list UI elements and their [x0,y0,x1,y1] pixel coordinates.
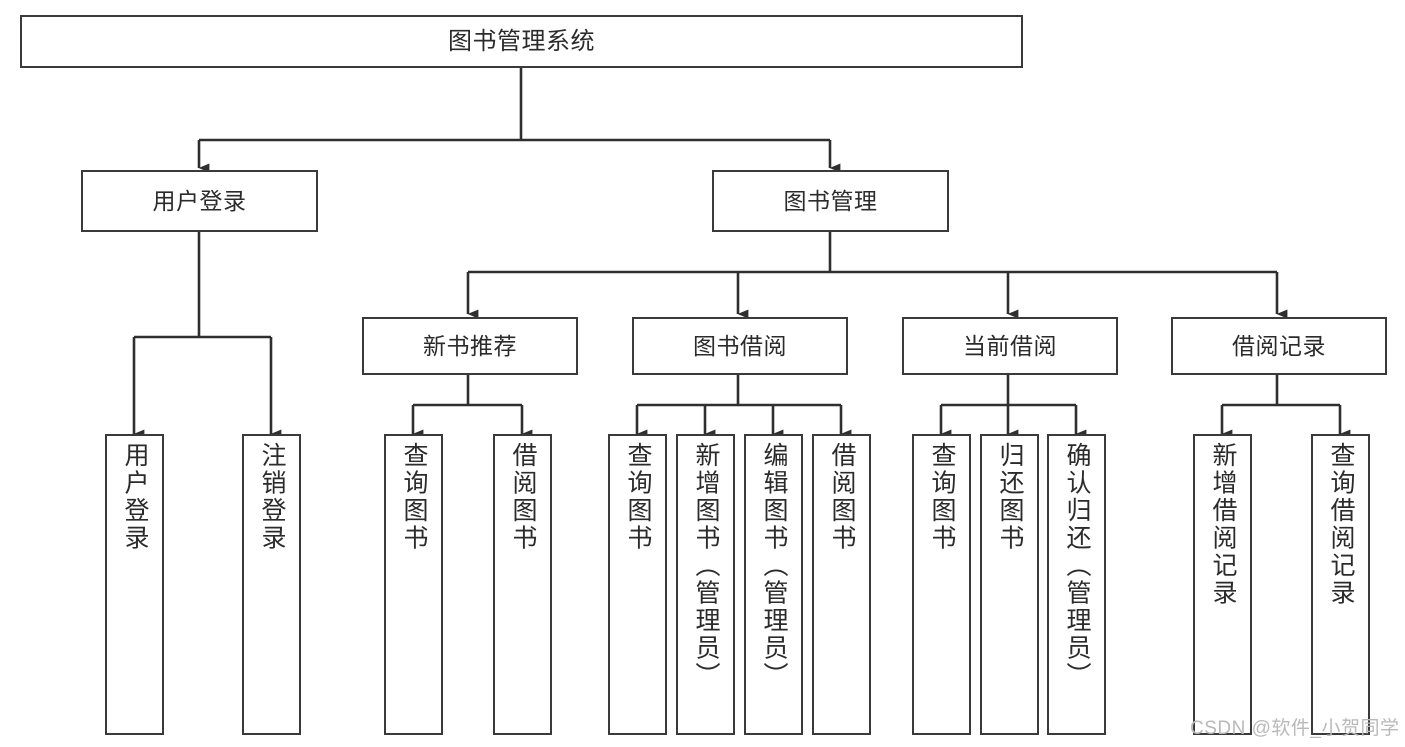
node-label: 新增借阅记录 [1209,442,1237,607]
node-label: 图书管理 [783,187,878,214]
leaf-records-query-borrow-record[interactable]: 查询借阅记录 [1311,434,1370,735]
leaf-book-borrow-edit-book-admin[interactable]: 编辑图书（管理员） [744,434,803,735]
leaf-current-borrow-return-book[interactable]: 归还图书 [980,434,1039,735]
leaf-user-login-login[interactable]: 用户登录 [105,434,164,735]
leaf-book-borrow-borrow-book[interactable]: 借阅图书 [812,434,871,735]
node-label: 借阅图书 [828,442,856,552]
node-label: 新增图书（管理员） [692,442,720,690]
node-root-book-management-system[interactable]: 图书管理系统 [20,15,1023,68]
node-label: 编辑图书（管理员） [760,442,788,690]
node-user-login[interactable]: 用户登录 [81,170,318,232]
leaf-records-add-borrow-record[interactable]: 新增借阅记录 [1193,434,1252,735]
node-label: 图书借阅 [693,332,787,359]
node-label: 查询图书 [928,442,956,552]
node-borrow-records[interactable]: 借阅记录 [1171,317,1387,375]
leaf-current-borrow-confirm-return-admin[interactable]: 确认归还（管理员） [1047,434,1106,735]
leaf-current-borrow-query-book[interactable]: 查询图书 [912,434,971,735]
node-new-book-recommend[interactable]: 新书推荐 [362,317,578,375]
node-book-borrow[interactable]: 图书借阅 [632,317,848,375]
node-label: 借阅图书 [509,442,537,552]
node-label: 当前借阅 [963,332,1057,359]
node-current-borrow[interactable]: 当前借阅 [902,317,1118,375]
node-label: 用户登录 [121,442,149,552]
leaf-book-borrow-query-book[interactable]: 查询图书 [608,434,667,735]
node-label: 归还图书 [996,442,1024,552]
node-book-management[interactable]: 图书管理 [712,170,949,232]
node-label: 查询借阅记录 [1327,442,1355,607]
leaf-new-book-borrow-book[interactable]: 借阅图书 [493,434,552,735]
node-label: 图书管理系统 [448,27,595,55]
node-label: 用户登录 [152,187,247,214]
leaf-book-borrow-add-book-admin[interactable]: 新增图书（管理员） [676,434,735,735]
leaf-new-book-query-book[interactable]: 查询图书 [384,434,443,735]
node-label: 查询图书 [624,442,652,552]
node-label: 注销登录 [258,442,286,552]
node-label: 确认归还（管理员） [1063,442,1091,690]
node-label: 借阅记录 [1232,332,1326,359]
leaf-user-login-logout[interactable]: 注销登录 [242,434,301,735]
node-label: 查询图书 [400,442,428,552]
node-label: 新书推荐 [423,332,517,359]
